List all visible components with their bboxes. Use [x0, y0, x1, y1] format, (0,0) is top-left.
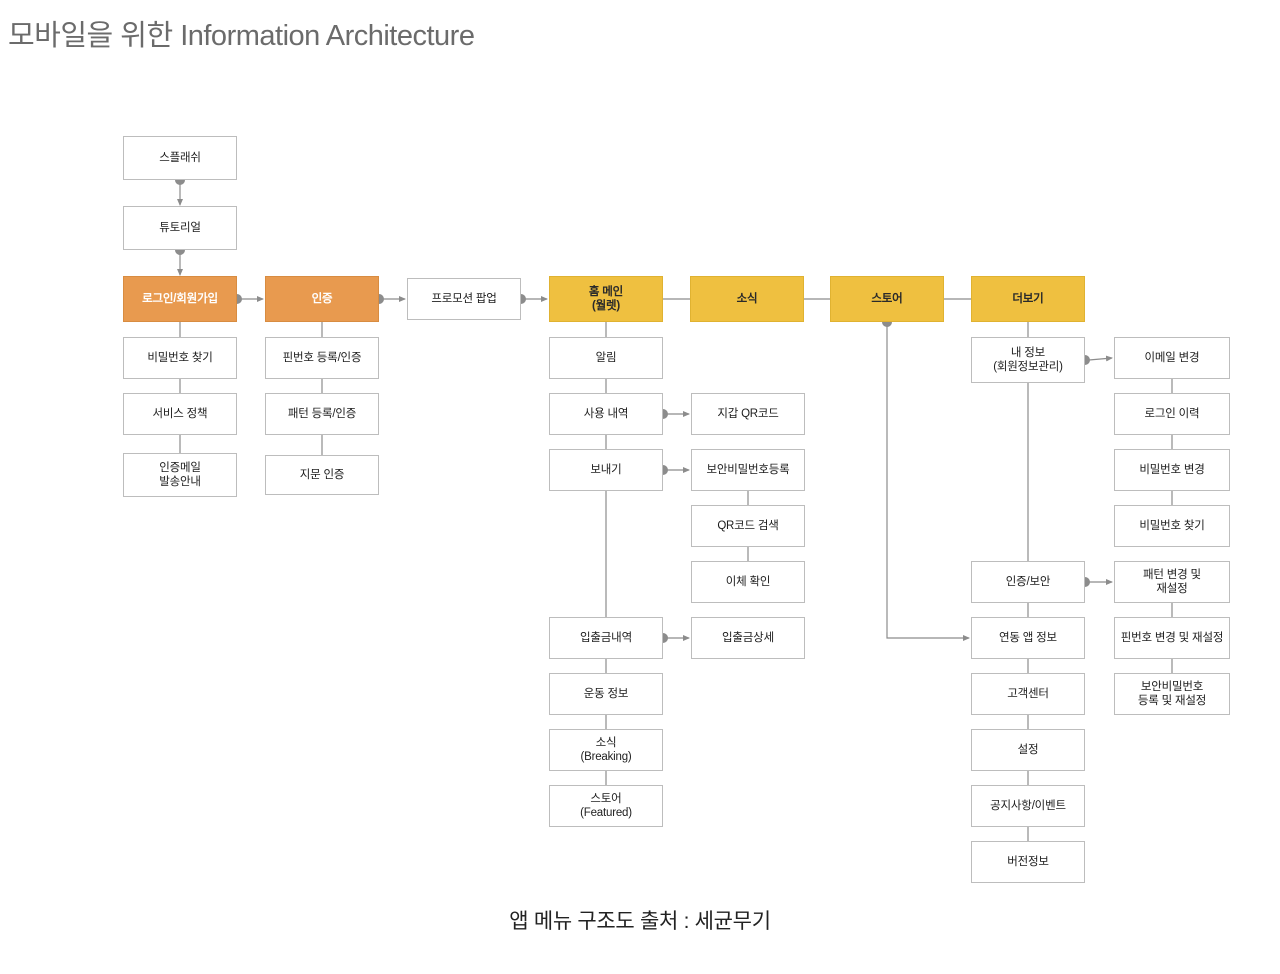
- node-label: 입출금상세: [722, 631, 774, 644]
- node-label: 더보기: [1012, 292, 1044, 305]
- node-secpwreg[interactable]: 보안비밀번호등록: [691, 449, 805, 491]
- node-label: 스플래쉬: [159, 151, 201, 164]
- node-support[interactable]: 고객센터: [971, 673, 1085, 715]
- node-authmail[interactable]: 인증메일 발송안내: [123, 453, 237, 497]
- node-more[interactable]: 더보기: [971, 276, 1085, 322]
- node-label: 핀번호 등록/인증: [282, 351, 362, 364]
- node-pattern[interactable]: 패턴 등록/인증: [265, 393, 379, 435]
- node-home[interactable]: 홈 메인 (월렛): [549, 276, 663, 322]
- node-label: 비밀번호 찾기: [1139, 519, 1205, 532]
- node-storefeat[interactable]: 스토어 (Featured): [549, 785, 663, 827]
- node-settings[interactable]: 설정: [971, 729, 1085, 771]
- node-news[interactable]: 소식: [690, 276, 804, 322]
- node-send[interactable]: 보내기: [549, 449, 663, 491]
- node-label: 핀번호 변경 및 재설정: [1120, 631, 1224, 644]
- node-version[interactable]: 버전정보: [971, 841, 1085, 883]
- node-secpwchg[interactable]: 보안비밀번호 등록 및 재설정: [1114, 673, 1230, 715]
- node-label: 패턴 변경 및 재설정: [1143, 568, 1201, 595]
- node-label: 튜토리얼: [159, 221, 201, 234]
- node-promo[interactable]: 프로모션 팝업: [407, 278, 521, 320]
- node-label: 서비스 정책: [152, 407, 208, 420]
- node-inoutdetail[interactable]: 입출금상세: [691, 617, 805, 659]
- node-notice[interactable]: 공지사항/이벤트: [971, 785, 1085, 827]
- node-qrsearch[interactable]: QR코드 검색: [691, 505, 805, 547]
- connector-paths: [175, 175, 1173, 841]
- node-policy[interactable]: 서비스 정책: [123, 393, 237, 435]
- node-label: 인증/보안: [1005, 575, 1051, 588]
- node-transfercfm[interactable]: 이체 확인: [691, 561, 805, 603]
- node-label: 인증메일 발송안내: [159, 461, 201, 488]
- node-label: 로그인 이력: [1144, 407, 1200, 420]
- node-label: 보내기: [590, 463, 622, 476]
- node-auth[interactable]: 인증: [265, 276, 379, 322]
- node-loginhist[interactable]: 로그인 이력: [1114, 393, 1230, 435]
- node-label: 스토어: [871, 292, 903, 305]
- node-label: 운동 정보: [583, 687, 629, 700]
- node-newsbreak[interactable]: 소식 (Breaking): [549, 729, 663, 771]
- source-caption: 앱 메뉴 구조도 출처 : 세균무기: [509, 910, 771, 933]
- node-usehist[interactable]: 사용 내역: [549, 393, 663, 435]
- node-pwchg[interactable]: 비밀번호 변경: [1114, 449, 1230, 491]
- node-patternchg[interactable]: 패턴 변경 및 재설정: [1114, 561, 1230, 603]
- node-splash[interactable]: 스플래쉬: [123, 136, 237, 180]
- node-label: 비밀번호 변경: [1139, 463, 1205, 476]
- node-label: 고객센터: [1007, 687, 1049, 700]
- node-label: 패턴 등록/인증: [287, 407, 357, 420]
- node-label: 이메일 변경: [1144, 351, 1200, 364]
- node-label: 지문 인증: [299, 468, 345, 481]
- node-label: 보안비밀번호등록: [706, 463, 790, 476]
- node-label: 버전정보: [1007, 855, 1049, 868]
- node-label: 지갑 QR코드: [717, 407, 779, 420]
- node-alarm[interactable]: 알림: [549, 337, 663, 379]
- node-label: 설정: [1017, 743, 1039, 756]
- node-tutorial[interactable]: 튜토리얼: [123, 206, 237, 250]
- node-label: QR코드 검색: [717, 519, 779, 532]
- node-pwfind[interactable]: 비밀번호 찾기: [1114, 505, 1230, 547]
- node-label: 로그인/회원가입: [142, 292, 218, 305]
- node-label: 인증: [311, 292, 333, 305]
- node-label: 프로모션 팝업: [431, 292, 497, 305]
- node-label: 내 정보 (회원정보관리): [993, 346, 1063, 373]
- node-emailchg[interactable]: 이메일 변경: [1114, 337, 1230, 379]
- node-label: 비밀번호 찾기: [147, 351, 213, 364]
- node-pin[interactable]: 핀번호 등록/인증: [265, 337, 379, 379]
- node-label: 공지사항/이벤트: [990, 799, 1066, 812]
- node-label: 사용 내역: [583, 407, 629, 420]
- node-label: 홈 메인 (월렛): [588, 285, 624, 312]
- node-myinfo[interactable]: 내 정보 (회원정보관리): [971, 337, 1085, 383]
- node-label: 보안비밀번호 등록 및 재설정: [1137, 680, 1207, 707]
- node-label: 스토어 (Featured): [580, 792, 632, 819]
- node-linkedapp[interactable]: 연동 앱 정보: [971, 617, 1085, 659]
- node-label: 입출금내역: [580, 631, 632, 644]
- node-walletqr[interactable]: 지갑 QR코드: [691, 393, 805, 435]
- node-authsec[interactable]: 인증/보안: [971, 561, 1085, 603]
- node-findpw[interactable]: 비밀번호 찾기: [123, 337, 237, 379]
- node-label: 알림: [595, 351, 617, 364]
- node-login[interactable]: 로그인/회원가입: [123, 276, 237, 322]
- node-label: 이체 확인: [725, 575, 771, 588]
- page-title: 모바일을 위한 Information Architecture: [8, 20, 475, 52]
- node-label: 소식 (Breaking): [580, 736, 632, 763]
- node-exercise[interactable]: 운동 정보: [549, 673, 663, 715]
- node-label: 소식: [736, 292, 758, 305]
- node-finger[interactable]: 지문 인증: [265, 455, 379, 495]
- node-label: 연동 앱 정보: [999, 631, 1057, 644]
- node-pinchg[interactable]: 핀번호 변경 및 재설정: [1114, 617, 1230, 659]
- node-store[interactable]: 스토어: [830, 276, 944, 322]
- node-inouthist[interactable]: 입출금내역: [549, 617, 663, 659]
- connector-elbow: [886, 322, 970, 641]
- connector-line: [1088, 355, 1113, 362]
